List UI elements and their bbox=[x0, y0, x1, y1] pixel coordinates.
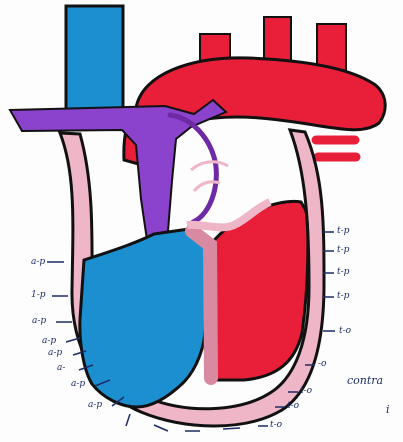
footer-note-line-2: i bbox=[386, 403, 390, 416]
right-label-6: -o bbox=[318, 359, 327, 369]
left-label-7: a-p bbox=[71, 379, 85, 389]
left-label-3: a-p bbox=[32, 316, 46, 326]
right-label-1: t-p bbox=[337, 226, 350, 236]
heart-wall bbox=[60, 130, 324, 426]
right-label-8: t-o bbox=[287, 401, 300, 411]
right-ventricle bbox=[80, 229, 206, 407]
arrow-icon bbox=[223, 428, 240, 429]
right-label-9: t-o bbox=[270, 420, 283, 430]
arrow-icon bbox=[154, 425, 168, 431]
right-label-4: t-p bbox=[337, 291, 350, 301]
right-label-5: t-o bbox=[339, 326, 352, 336]
right-label-7: t-o bbox=[300, 386, 313, 396]
right-label-3: t-p bbox=[337, 267, 350, 277]
pulmonary-artery bbox=[10, 100, 226, 240]
footer-note-line-1: contra bbox=[347, 374, 383, 387]
superior-vena-cava-shape bbox=[66, 6, 123, 114]
left-label-5: a-p bbox=[48, 348, 62, 358]
left-label-6: a- bbox=[57, 363, 65, 373]
lower-right-note: contra i bbox=[347, 374, 390, 416]
right-label-2: t-p bbox=[337, 245, 350, 255]
left-label-4: a-p bbox=[42, 336, 56, 346]
left-label-1: a-p bbox=[31, 257, 45, 267]
superior-vena-cava bbox=[66, 6, 123, 114]
left-label-2: 1-p bbox=[31, 290, 46, 300]
valve-cusp-upper bbox=[191, 162, 228, 170]
left-label-8: a-p bbox=[88, 400, 102, 410]
arrow-icon bbox=[126, 414, 130, 426]
